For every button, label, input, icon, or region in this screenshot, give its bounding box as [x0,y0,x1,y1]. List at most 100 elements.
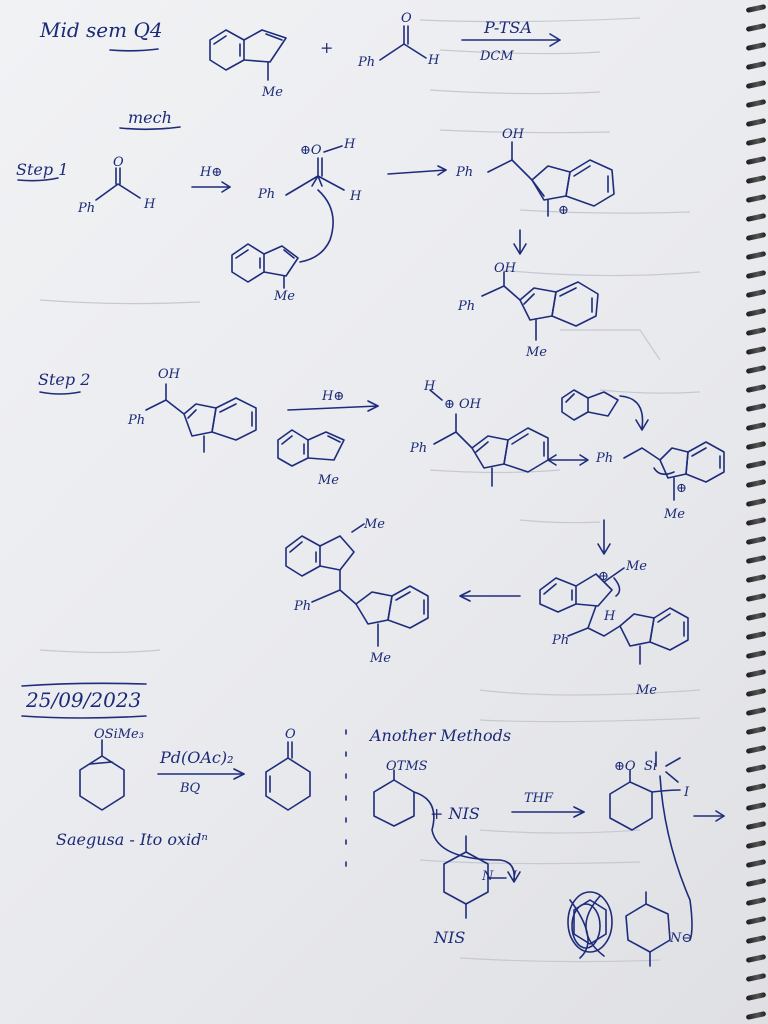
protonated-ph: Ph [410,441,428,456]
binding-coil [745,801,767,812]
step2-start-ph: Ph [128,413,146,428]
enone-o: O [285,727,296,742]
binding-coil [745,174,767,185]
step2-arrow-1 [287,400,379,412]
silyl-enol-ether [79,739,125,811]
binding-coil [745,364,767,375]
resonance-arrow [547,454,589,466]
binding-coil [745,592,767,603]
binding-coil [745,630,767,641]
binding-coil [745,953,767,964]
protonated-alcohol [429,389,549,487]
sigma-ph: Ph [552,633,570,648]
plus-sign: + [320,38,334,57]
binding-coil [745,706,767,717]
step2-indole [277,429,345,467]
protonated-h: H [424,379,436,394]
binding-coil [745,212,767,223]
silyl-group-label: OSiMe₃ [94,727,144,742]
carbocation-me: Me [664,507,686,522]
protonated-oh: ⊕ OH [444,397,482,412]
product-oh: OH [494,261,516,276]
binding-coil [745,41,767,52]
scribbled-structure [567,891,613,959]
binding-coil [745,972,767,983]
indolium-cation [487,141,615,217]
step1-o: O [113,155,124,170]
sigma-me: Me [626,559,648,574]
saegusa-name: Saegusa - Ito oxidⁿ [56,830,208,849]
title-underline [109,48,159,52]
oxonium-charge: ⊕O [614,759,636,774]
binding-coil [745,231,767,242]
iodonium-intermediate [609,751,693,941]
chemistry-drawings [17,25,725,967]
step1-arrow-1 [191,181,231,193]
silicon-label: Si [644,759,658,774]
step1-label: Step 1 [16,160,69,179]
binding-coil [745,497,767,508]
binding-coil [745,402,767,413]
sigma-h: H [604,609,616,624]
sigma-complex [539,567,689,665]
binding-coil [745,383,767,394]
binding-coil [745,744,767,755]
sigma-me-bottom: Me [636,683,658,698]
aldehyde-ph-label: Ph [358,55,376,70]
another-methods-heading: Another Methods [370,726,512,745]
final-ph: Ph [294,599,312,614]
enone-product [265,741,311,811]
binding-coil [745,858,767,869]
succinimide-n-anion: N⊖ [670,931,693,946]
binding-coil [745,421,767,432]
oxocarbenium-h: H [350,189,362,204]
saegusa-oxidant: BQ [180,781,201,796]
nis-i: I [512,869,518,884]
step2-indole-me: Me [318,473,340,488]
cation-charge: ⊕ [558,203,569,218]
carbocation-indolium [623,441,725,501]
binding-coil [745,820,767,831]
iodine-label: I [684,785,690,800]
binding-coil [745,649,767,660]
binding-coil [745,155,767,166]
step1-product [481,271,599,341]
page-title: Mid sem Q4 [40,18,163,42]
binding-coil [745,459,767,470]
nis-structure [443,835,507,919]
binding-coil [745,478,767,489]
spiral-binding [738,0,768,1024]
binding-coil [745,345,767,356]
cation-ph: Ph [456,165,474,180]
binding-coil [745,440,767,451]
binding-coil [745,896,767,907]
binding-coil [745,516,767,527]
binding-coil [745,79,767,90]
binding-coil [745,326,767,337]
binding-coil [745,763,767,774]
step1-arrow-2 [387,165,447,176]
binding-coil [745,117,767,128]
binding-coil [745,668,767,679]
step1-h: H [144,197,156,212]
aldehyde-h-label: H [428,53,440,68]
oxocarbenium-ph: Ph [258,187,276,202]
nis-label: NIS [434,928,466,947]
bleed-through-marks [39,17,701,963]
binding-coil [745,193,767,204]
binding-coil [745,3,767,14]
saegusa-reagent: Pd(OAc)₂ [160,748,234,767]
bis-indolyl-product [285,523,429,647]
attacking-indole-small [561,389,649,431]
attacking-indole [231,243,299,289]
binding-coil [745,60,767,71]
oxocarbenium-h-top: H [344,137,356,152]
binding-coil [745,687,767,698]
carbocation-charge: ⊕ [676,481,687,496]
step2-start-oh: OH [158,367,180,382]
step2-down-arrow [597,519,611,555]
date-underline [21,715,147,719]
binding-coil [745,1010,767,1021]
step1-down-arrow [513,229,527,255]
